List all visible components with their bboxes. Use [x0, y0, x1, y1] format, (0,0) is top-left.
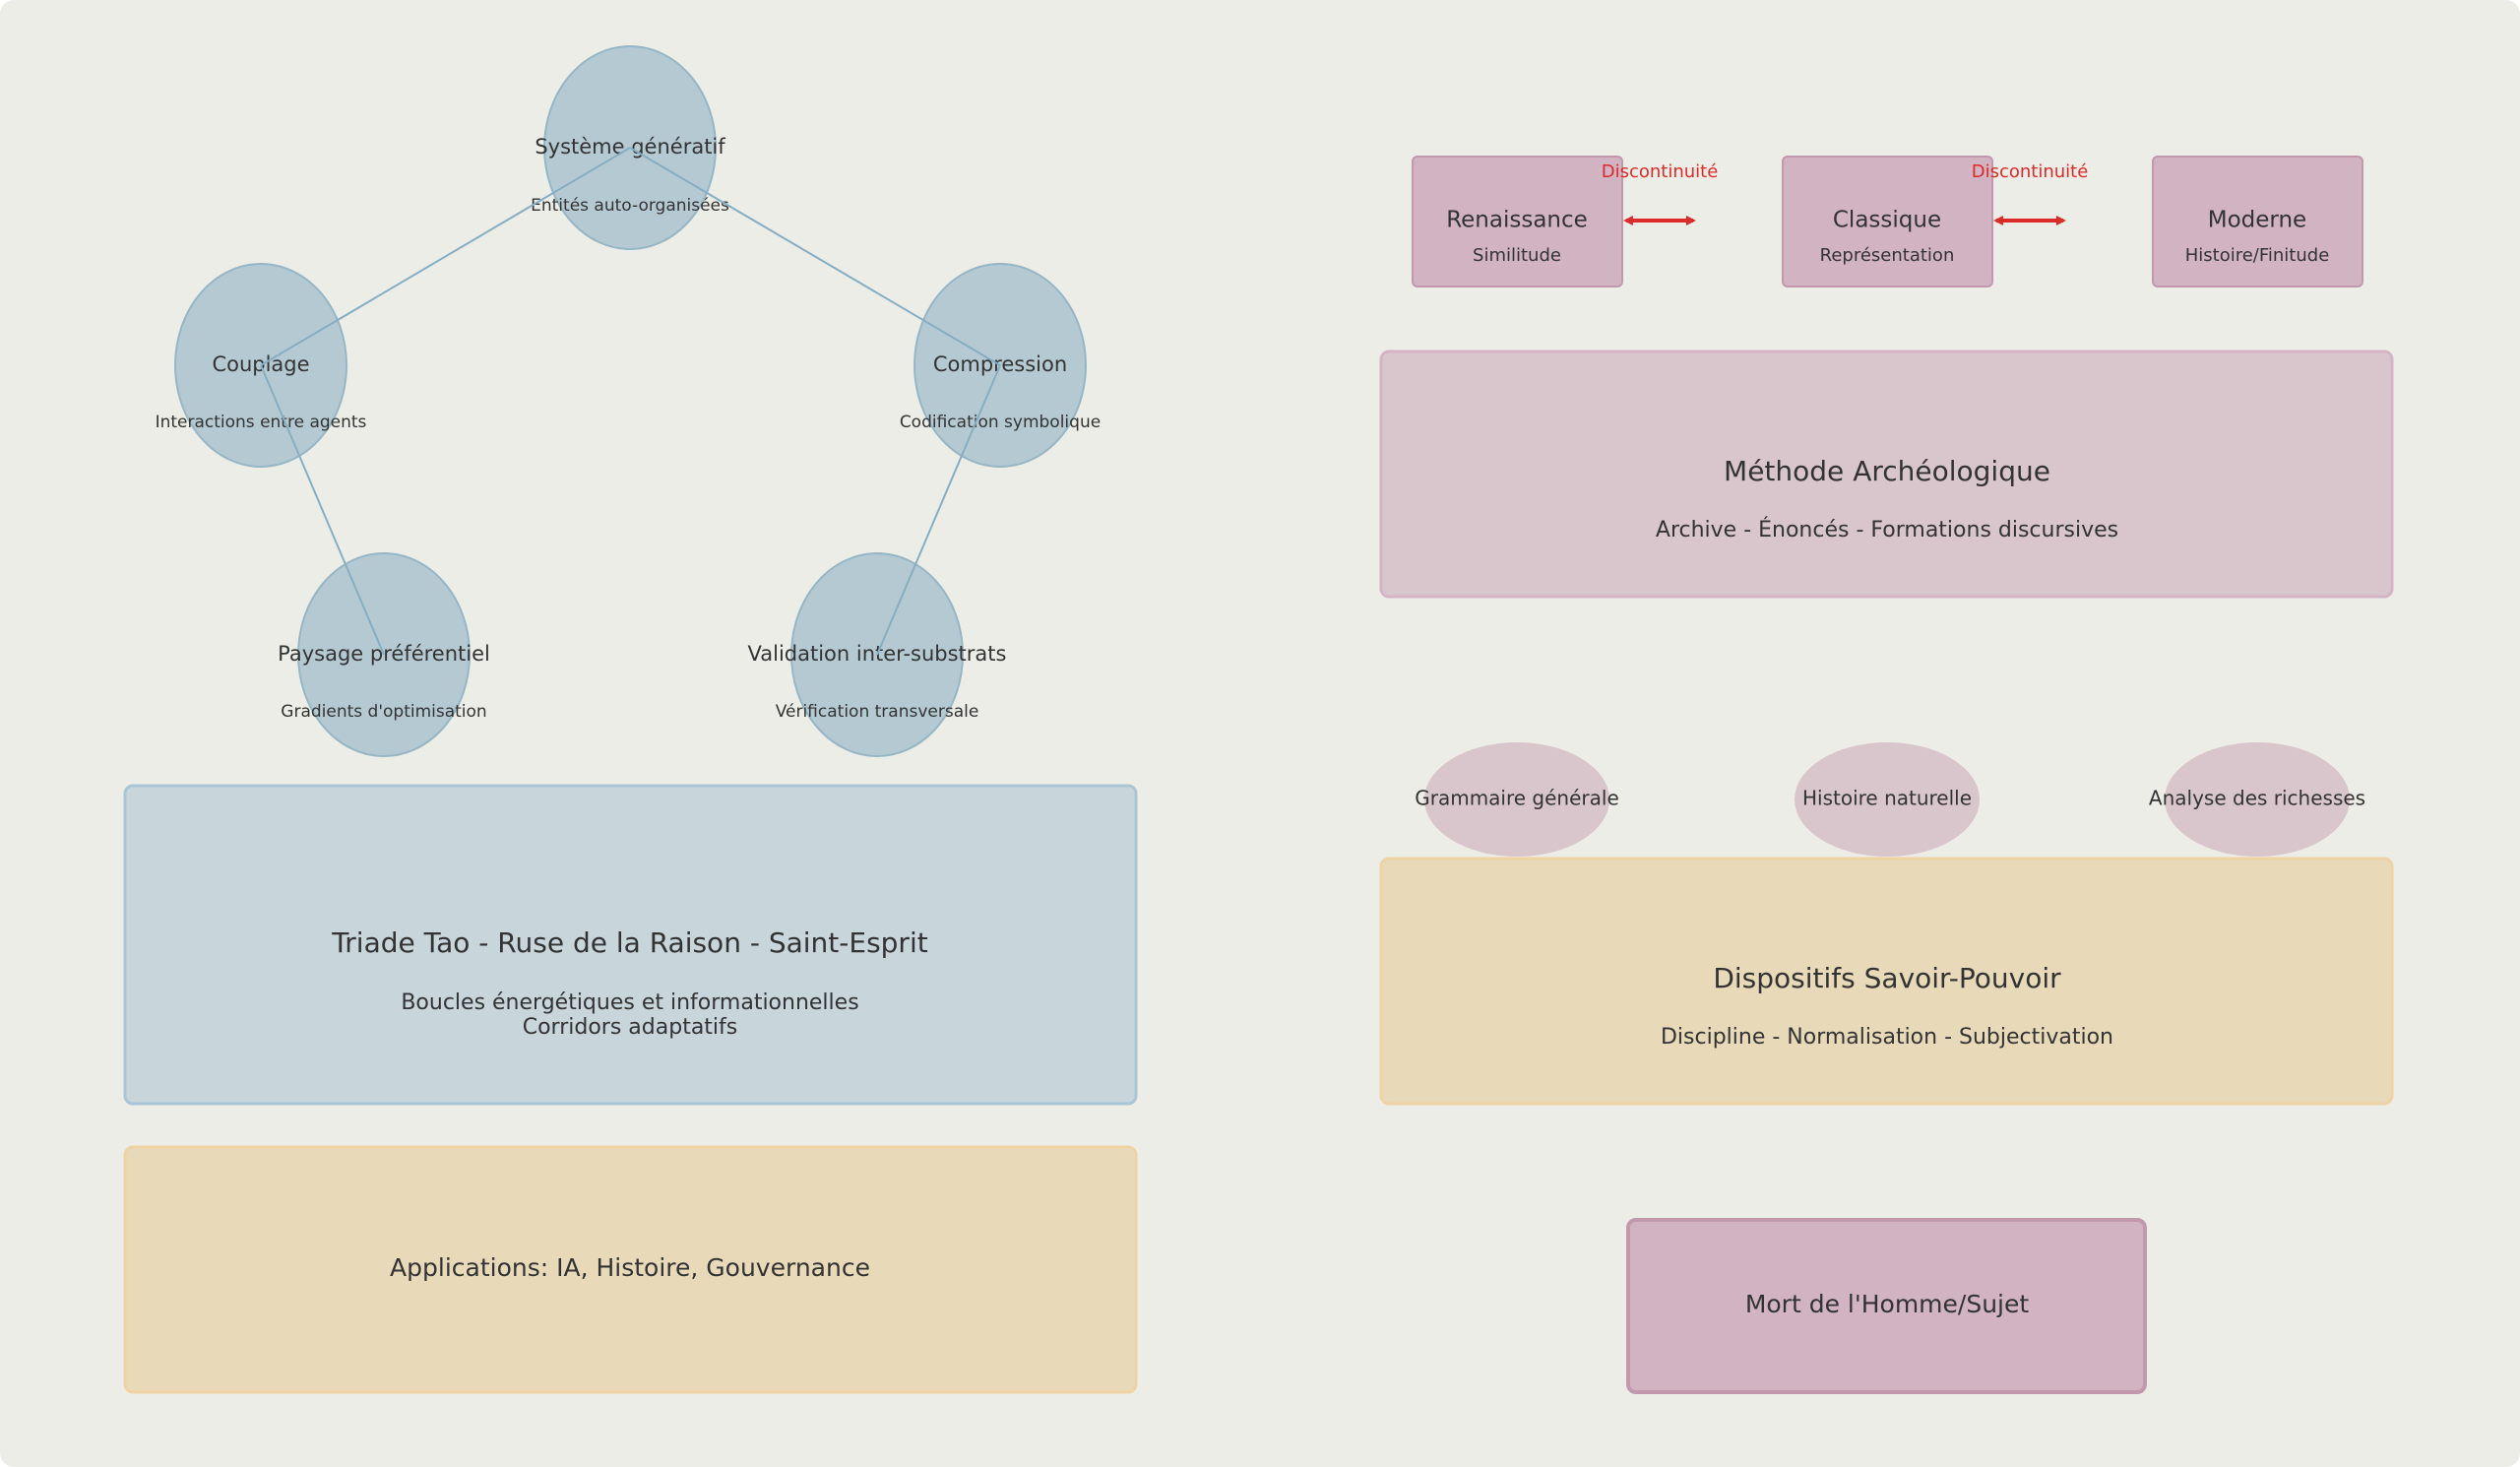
- domain-shape: [1795, 742, 1980, 857]
- edge-systeme-compression: [629, 147, 1001, 366]
- node-subtitle: Gradients d'optimisation: [281, 702, 486, 722]
- death-box[interactable]: Mort de l'Homme/Sujet: [1626, 1218, 2147, 1394]
- epoch-subtitle: Représentation: [1820, 245, 1955, 266]
- domain-label: Grammaire générale: [1415, 787, 1619, 810]
- dispositifs-box-shape: [1379, 857, 2394, 1106]
- triad-box[interactable]: Triade Tao - Ruse de la Raison - Saint-E…: [123, 784, 1138, 1106]
- node-subtitle: Vérification transversale: [776, 702, 979, 722]
- domain-shape: [2165, 742, 2350, 857]
- epoch-subtitle: Histoire/Finitude: [2185, 245, 2330, 266]
- node-title: Système génératif: [535, 135, 725, 159]
- epoch-classique[interactable]: Classique Représentation: [1782, 156, 1993, 287]
- node-compression[interactable]: Compression Codification symbolique: [900, 263, 1101, 468]
- triad-box-shape: [123, 784, 1138, 1106]
- domain-label: Histoire naturelle: [1802, 787, 1972, 810]
- dispositifs-subtitle: Discipline - Normalisation - Subjectivat…: [1661, 1025, 2113, 1050]
- domain-richesses[interactable]: Analyse des richesses: [2149, 742, 2365, 857]
- discontinuity-1: Discontinuité: [1602, 161, 1719, 225]
- dispositifs-title: Dispositifs Savoir-Pouvoir: [1713, 962, 2061, 994]
- epoch-subtitle: Similitude: [1473, 245, 1561, 266]
- discontinuity-label: Discontinuité: [1972, 161, 2089, 182]
- epoch-moderne[interactable]: Moderne Histoire/Finitude: [2152, 156, 2363, 287]
- node-subtitle: Entités auto-organisées: [531, 196, 729, 216]
- method-subtitle: Archive - Énoncés - Formations discursiv…: [1656, 517, 2118, 542]
- death-label: Mort de l'Homme/Sujet: [1745, 1290, 2030, 1318]
- domain-shape: [1424, 742, 1609, 857]
- epoch-renaissance[interactable]: Renaissance Similitude: [1412, 156, 1623, 287]
- applications-box-shape: [123, 1145, 1138, 1394]
- method-box-shape: [1379, 350, 2394, 599]
- node-subtitle: Codification symbolique: [900, 413, 1101, 432]
- epoch-box: [2152, 156, 2363, 287]
- applications-label: Applications: IA, Histoire, Gouvernance: [390, 1253, 870, 1282]
- discontinuity-label: Discontinuité: [1602, 161, 1719, 182]
- applications-box[interactable]: Applications: IA, Histoire, Gouvernance: [123, 1145, 1138, 1394]
- node-subtitle: Interactions entre agents: [156, 413, 367, 432]
- edge-compression-validation: [876, 364, 1001, 656]
- dispositifs-box[interactable]: Dispositifs Savoir-Pouvoir Discipline - …: [1379, 857, 2394, 1106]
- method-title: Méthode Archéologique: [1724, 455, 2050, 487]
- domain-histoire-naturelle[interactable]: Histoire naturelle: [1795, 742, 1980, 857]
- epoch-title: Moderne: [2208, 208, 2306, 233]
- generative-graph: Système génératif Entités auto-organisée…: [156, 45, 1101, 757]
- edge-couplage-paysage: [260, 364, 385, 656]
- epoch-box: [1412, 156, 1623, 287]
- edge-systeme-couplage: [260, 147, 631, 366]
- domain-label: Analyse des richesses: [2149, 787, 2365, 810]
- death-box-shape: [1626, 1218, 2147, 1394]
- epoch-title: Renaissance: [1446, 208, 1588, 233]
- triad-line-2: Corridors adaptatifs: [523, 1015, 738, 1040]
- epoch-box: [1782, 156, 1993, 287]
- domain-grammaire[interactable]: Grammaire générale: [1415, 742, 1619, 857]
- method-box[interactable]: Méthode Archéologique Archive - Énoncés …: [1379, 350, 2394, 599]
- triad-title: Triade Tao - Ruse de la Raison - Saint-E…: [331, 926, 927, 959]
- discontinuity-2: Discontinuité: [1972, 161, 2089, 225]
- triad-line-1: Boucles énergétiques et informationnelle…: [401, 990, 858, 1015]
- epoch-title: Classique: [1833, 208, 1941, 233]
